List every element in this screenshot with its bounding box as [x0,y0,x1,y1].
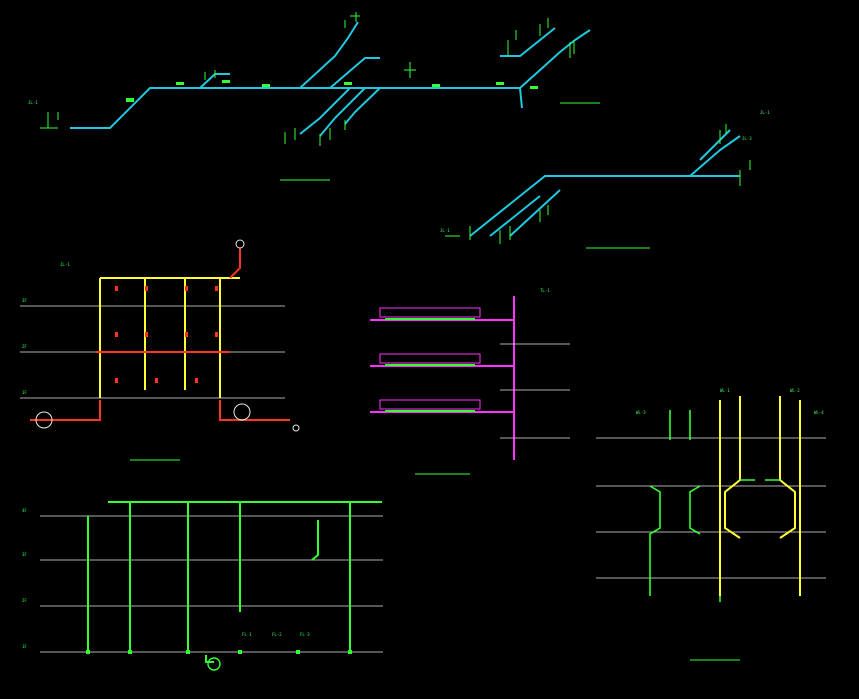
level-3f-bottom: 3F [22,552,27,557]
level-4f-bottom: 4F [22,508,27,513]
label-jl1-right: JL-1 [760,110,770,115]
riser-diagram-left: JL-1 3F 2F 1F [20,239,300,461]
label-tl1: TL-1 [540,288,550,293]
label-fl2: FL-2 [272,632,282,637]
label-wl4: WL-4 [814,410,824,415]
label-fl1: FL-1 [242,632,252,637]
magenta-riser-diagram: TL-1 [370,288,570,475]
label-jl1-lower: JL-1 [440,228,450,233]
riser-diagram-right: WL-1 WL-2 WL-3 WL-4 [596,388,826,661]
level-2f-bottom: 2F [22,598,27,603]
label-fl3: FL-3 [300,632,310,637]
label-jl3-right: JL-3 [742,136,752,141]
drainage-riser-diagram-bottom: FL-1 FL-2 FL-3 4F 3F 2F 1F [22,501,383,671]
label-wl1: WL-1 [720,388,730,393]
level-2f: 2F [22,344,27,349]
label-wl3: WL-3 [636,410,646,415]
label-jl1-riser: JL-1 [60,262,70,267]
level-3f: 3F [22,298,27,303]
isometric-water-supply-diagram-right: JL-1 JL-3 JL-1 [440,110,770,249]
label-jl1: JL-1 [28,100,38,105]
level-1f: 1F [22,390,27,395]
isometric-water-supply-diagram-top: JL-1 [28,12,600,181]
level-1f-bottom: 1F [22,644,27,649]
label-wl2: WL-2 [790,388,800,393]
